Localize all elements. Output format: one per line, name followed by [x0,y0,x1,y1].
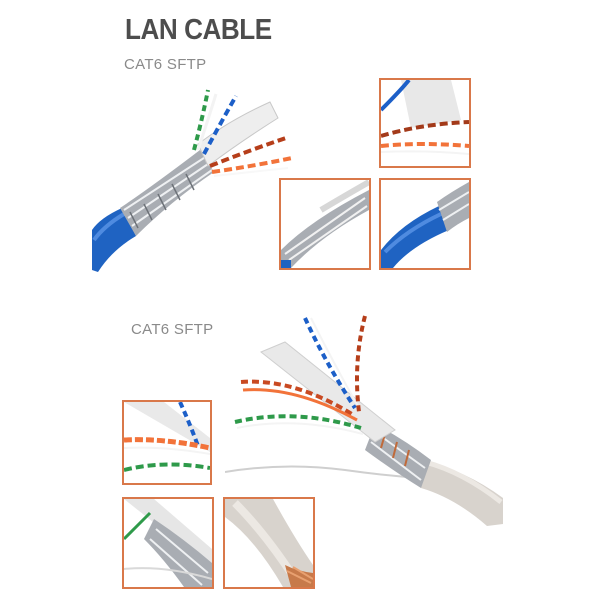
grey-cable-main-photo [225,312,505,527]
grey-cable-detail-jacket [223,497,315,589]
section-subtitle-top: CAT6 SFTP [124,56,207,73]
page-title: LAN CABLE [125,14,272,46]
section-subtitle-bottom: CAT6 SFTP [131,321,214,338]
blue-cable-detail-jacket [379,178,471,270]
blue-cable-detail-pairs [379,78,471,168]
grey-cable-detail-pairs [122,400,212,485]
blue-cable-main-photo [90,80,300,280]
grey-cable-detail-foil [122,497,214,589]
blue-cable-detail-foil [279,178,371,270]
